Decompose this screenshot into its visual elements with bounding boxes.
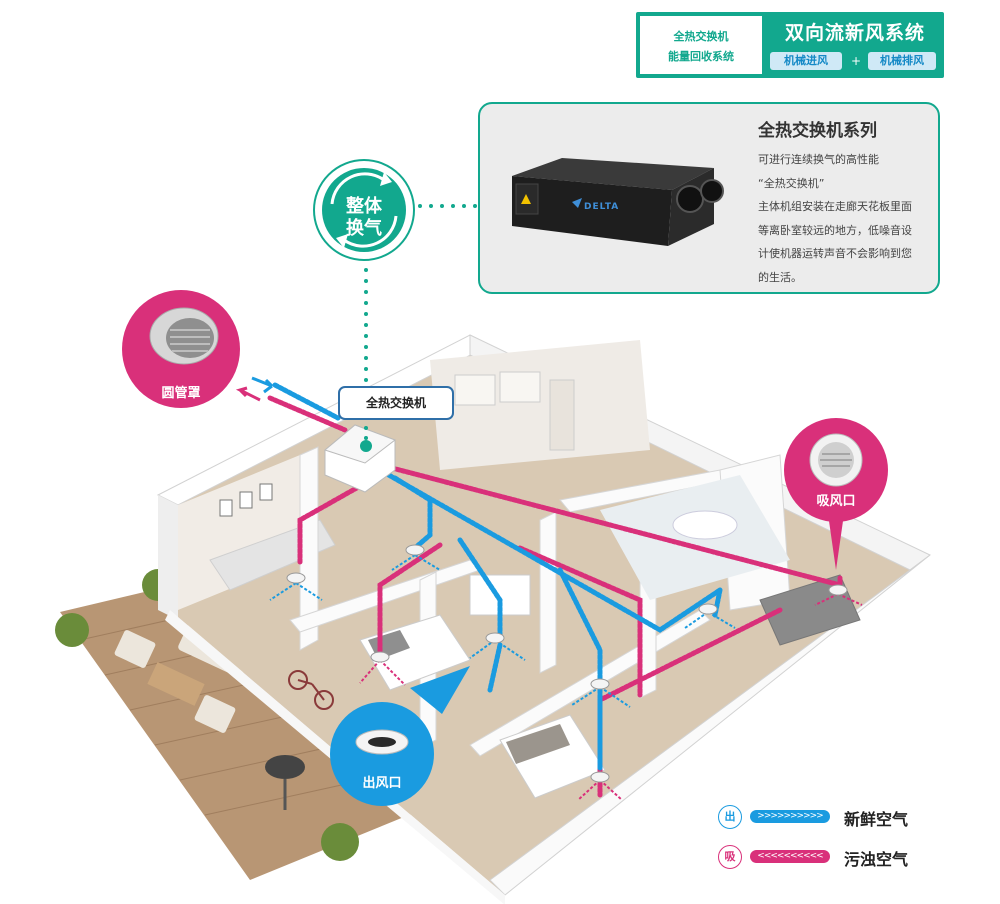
deck-chair	[114, 630, 156, 668]
system-header-badge: 全热交换机 能量回收系统 双向流新风系统 机械进风 + 机械排风	[636, 12, 944, 78]
bed	[359, 614, 471, 691]
intake-vent-label: 吸风口	[816, 494, 856, 509]
fresh-in-arrow-icon	[251, 376, 274, 394]
exhaust-air-arrows	[359, 593, 863, 801]
header-title: 双向流新风系统	[784, 22, 925, 44]
legend: 出 >>>>>>>>>> 新鲜空气 吸 <<<<<<<<<< 污浊空气	[718, 804, 938, 870]
bicycle-icon	[288, 670, 334, 710]
deck-chair	[194, 695, 236, 733]
legend-item-fresh: 出 >>>>>>>>>> 新鲜空气	[718, 804, 938, 830]
header-left-line1: 全热交换机	[673, 30, 729, 43]
exhaust-air-label: 污浊空气	[844, 850, 909, 869]
fresh-air-arrows-bar: >>>>>>>>>>	[750, 810, 830, 823]
legend-item-exhaust: 吸 <<<<<<<<<< 污浊空气	[718, 844, 938, 870]
kitchen-wall	[430, 340, 650, 470]
product-card: DELTA 全热交换机系列 可进行连续换气的高性能 “全热交换机” 主体机组安装…	[478, 102, 940, 294]
round-duct-cover-icon	[149, 307, 219, 365]
badge-line2: 换气	[346, 218, 382, 239]
card-title: 全热交换机系列	[758, 121, 877, 141]
unit-label: 全热交换机	[338, 386, 454, 420]
deck-grill	[265, 755, 305, 779]
round-cover-label: 圆管罩	[161, 386, 201, 401]
exhaust-air-arrows-bar: <<<<<<<<<<	[750, 850, 830, 863]
header-chip-intake: 机械进风	[770, 52, 842, 70]
fresh-duct	[272, 382, 723, 773]
header-plus: +	[850, 54, 862, 68]
card-description: 可进行连续换气的高性能 “全热交换机” 主体机组安装在走廊天花板里面 等离卧室较…	[758, 153, 912, 284]
exhaust-air-icon: 吸	[718, 845, 742, 869]
header-left-line2: 能量回收系统	[668, 50, 734, 63]
cycle-arrows-icon	[313, 159, 415, 261]
header-left-panel: 全热交换机 能量回收系统	[640, 16, 762, 74]
heat-exchanger-product-image	[512, 158, 724, 246]
bathtub	[672, 510, 738, 540]
intake-vent-tag: 吸风口	[784, 418, 888, 570]
exhaust-out-arrow-icon	[235, 386, 261, 402]
fresh-air-icon: 出	[718, 805, 742, 829]
fresh-air-label: 新鲜空气	[844, 810, 909, 829]
outlet-vent-tag: 出风口	[330, 666, 470, 806]
interior-walls	[289, 446, 791, 757]
brand-logo-text: DELTA	[584, 202, 620, 212]
outlet-vent-label: 出风口	[362, 776, 402, 791]
round-cover-tag: 圆管罩	[122, 290, 240, 408]
header-chip-exhaust: 机械排风	[868, 52, 936, 70]
fresh-air-arrows	[269, 554, 736, 708]
whole-house-ventilation-badge: 整体 换气	[312, 158, 416, 262]
deck-table	[147, 662, 205, 706]
badge-line1: 整体	[346, 196, 382, 217]
dotted-connector	[364, 204, 477, 440]
ceiling-vent	[286, 544, 848, 783]
